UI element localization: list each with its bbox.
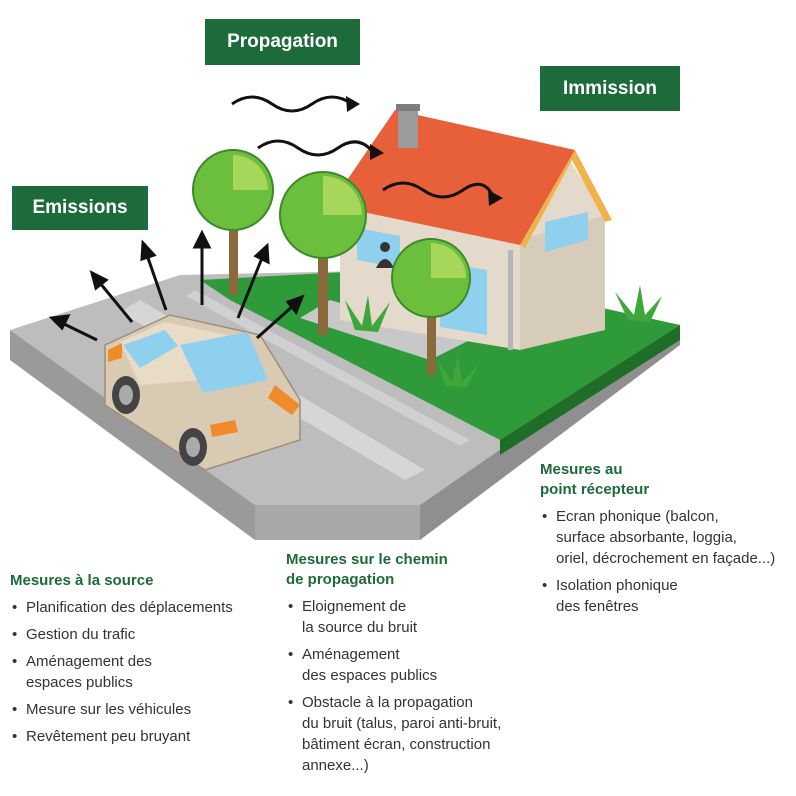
wave-arrow-heads bbox=[346, 96, 503, 206]
list-item: Gestion du trafic bbox=[10, 624, 280, 645]
wave-arrow-icon bbox=[231, 95, 495, 199]
tree-icon bbox=[391, 238, 471, 375]
list-item: Eloignement de la source du bruit bbox=[286, 596, 536, 638]
list-item: Obstacle à la propagation du bruit (talu… bbox=[286, 692, 536, 776]
list-item: Aménagement des espaces publics bbox=[286, 644, 536, 686]
list-item: Planification des déplacements bbox=[10, 597, 280, 618]
chimney bbox=[398, 108, 418, 148]
window bbox=[357, 228, 400, 268]
tree-icon bbox=[279, 171, 367, 335]
list-item: Ecran phonique (balcon, surface absorban… bbox=[540, 506, 796, 569]
measures-recepteur: Mesures au point récepteur Ecran phoniqu… bbox=[540, 460, 796, 623]
label-emissions: Emissions bbox=[12, 186, 148, 230]
label-propagation: Propagation bbox=[205, 19, 360, 65]
measures-source-title: Mesures à la source bbox=[10, 572, 154, 589]
list-item: Isolation phonique des fenêtres bbox=[540, 575, 796, 617]
list-item: Aménagement des espaces publics bbox=[10, 651, 280, 693]
measures-chemin-title: Mesures sur le chemin de propagation bbox=[286, 551, 448, 588]
window bbox=[545, 212, 588, 252]
list-item: Revêtement peu bruyant bbox=[10, 726, 280, 747]
tree-icon bbox=[192, 149, 274, 295]
person-icon bbox=[380, 242, 390, 252]
measures-chemin: Mesures sur le chemin de propagation Elo… bbox=[286, 550, 536, 782]
windshield bbox=[180, 332, 268, 393]
roof bbox=[330, 110, 575, 245]
measures-recepteur-title: Mesures au point récepteur bbox=[540, 461, 650, 498]
measures-source: Mesures à la source Planification des dé… bbox=[10, 571, 280, 753]
label-immission: Immission bbox=[540, 66, 680, 111]
car-icon bbox=[104, 314, 301, 471]
list-item: Mesure sur les véhicules bbox=[10, 699, 280, 720]
house-icon bbox=[330, 104, 612, 350]
measures-recepteur-list: Ecran phonique (balcon, surface absorban… bbox=[540, 506, 796, 617]
plant-icon bbox=[345, 285, 662, 388]
arrow-icon bbox=[48, 229, 305, 342]
measures-chemin-list: Eloignement de la source du bruit Aménag… bbox=[286, 596, 536, 776]
measures-source-list: Planification des déplacements Gestion d… bbox=[10, 597, 280, 747]
